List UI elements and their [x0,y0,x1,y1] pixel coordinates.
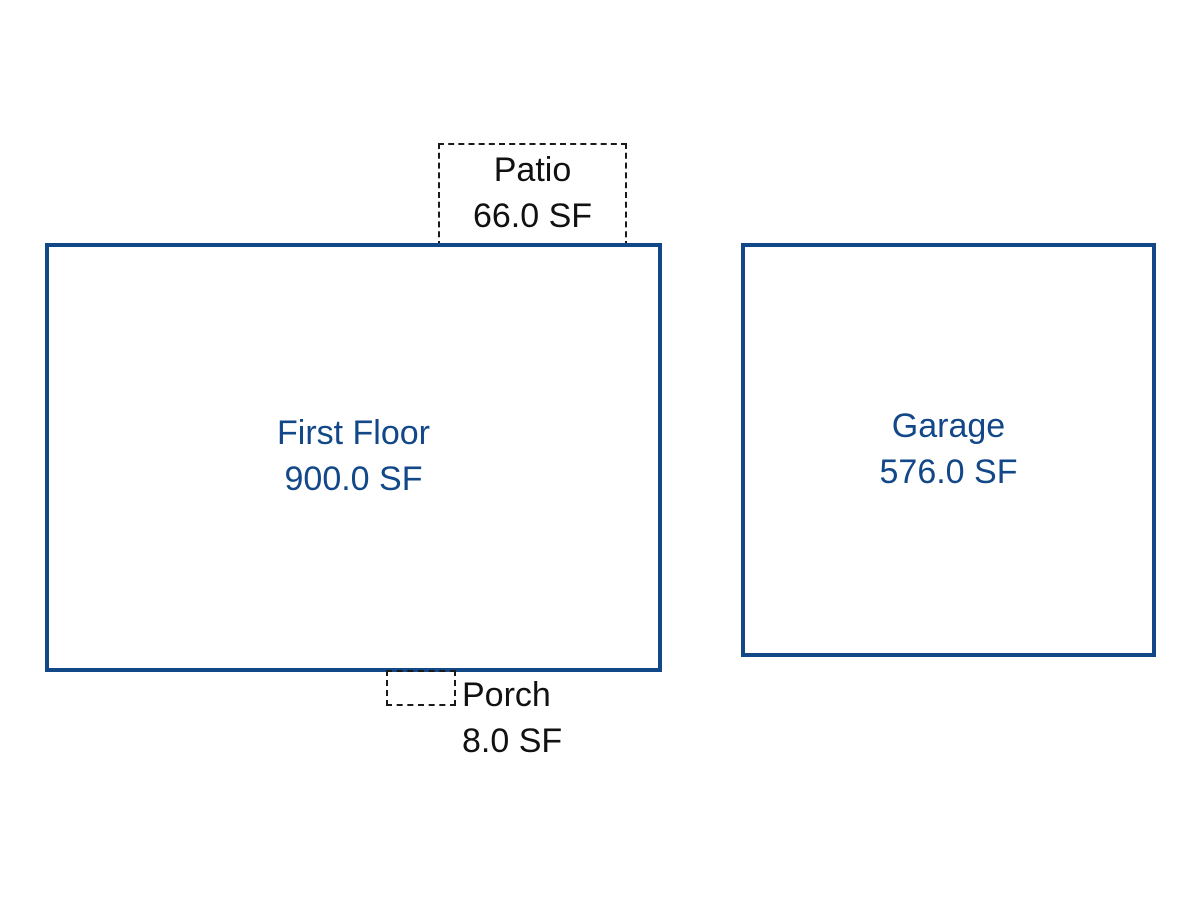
first-floor-name: First Floor [277,414,430,452]
patio-label: Patio 66.0 SF [438,147,627,239]
porch-name: Porch [462,676,551,714]
first-floor-area: 900.0 SF [284,460,423,498]
garage-area: 576.0 SF [879,453,1018,491]
garage-label: Garage 576.0 SF [741,403,1156,495]
porch-outline [386,670,456,706]
garage-outline [741,243,1156,657]
porch-area: 8.0 SF [462,722,563,760]
patio-area: 66.0 SF [472,197,593,235]
first-floor-outline [45,243,662,672]
patio-name: Patio [493,151,572,189]
first-floor-label: First Floor 900.0 SF [45,410,662,502]
garage-name: Garage [891,407,1006,445]
porch-label: Porch 8.0 SF [462,672,572,764]
